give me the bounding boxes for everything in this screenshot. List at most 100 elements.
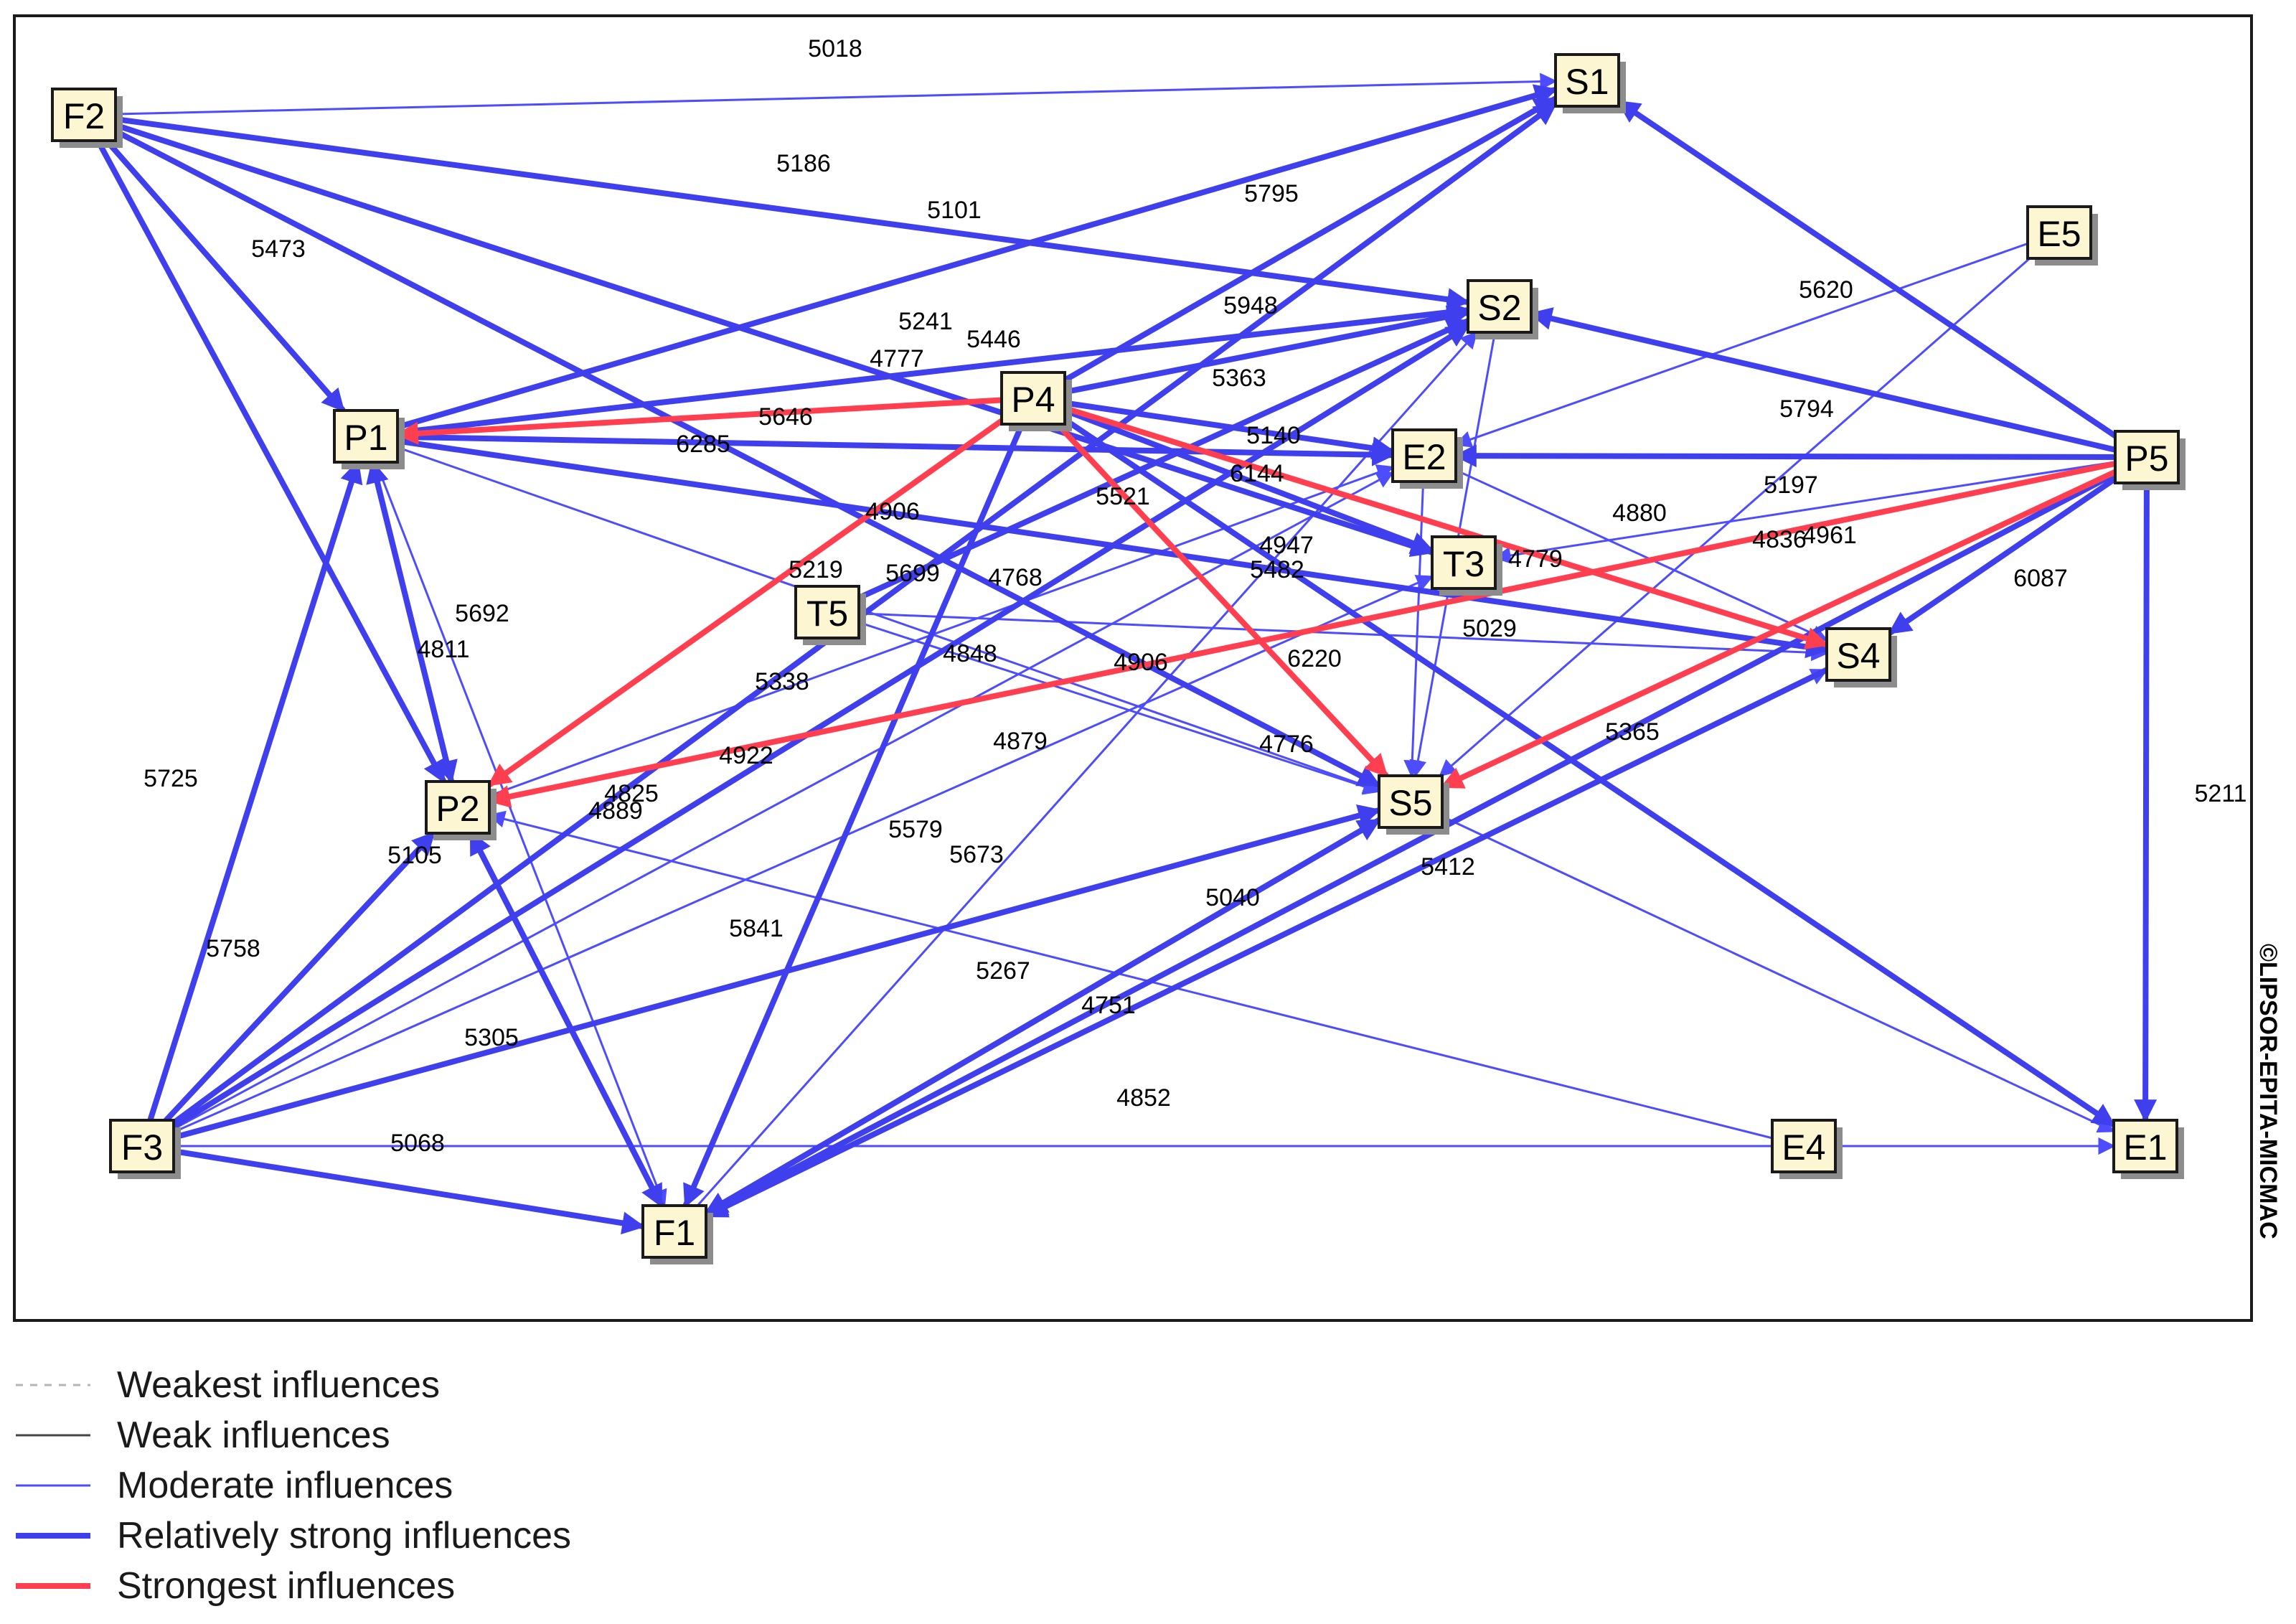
edge-weight-label: 5646	[758, 403, 813, 431]
node-box	[425, 780, 491, 835]
node-label: E5	[2037, 214, 2081, 254]
node-e4[interactable]: E4	[1771, 1119, 1843, 1179]
node-e5[interactable]: E5	[2026, 205, 2098, 266]
edge-weight-label: 5219	[789, 556, 843, 583]
edge-weight-label: 5363	[1212, 365, 1266, 392]
edge-e2-to-s4	[1424, 454, 1829, 642]
node-p4[interactable]: P4	[1000, 371, 1072, 431]
node-box	[1391, 428, 1457, 483]
node-t3[interactable]: T3	[1431, 535, 1502, 596]
edge-weight-label: 4777	[870, 345, 924, 372]
node-box	[2112, 1119, 2178, 1173]
node-p5[interactable]: P5	[2114, 430, 2186, 490]
node-box	[109, 1119, 175, 1173]
edge-weight-label: 5795	[1244, 180, 1299, 207]
edge-p1-to-s4	[365, 433, 1830, 659]
edge-weight-label: 4880	[1612, 499, 1667, 527]
edge-weight-label: 5521	[1096, 483, 1150, 510]
node-f2[interactable]: F2	[51, 88, 123, 148]
node-s5[interactable]: S5	[1378, 774, 1449, 835]
edge-f1-to-s2	[673, 331, 1478, 1232]
node-label: E4	[1782, 1127, 1825, 1168]
edge-weight-label: 6087	[2013, 565, 2068, 592]
edge-p4-to-s2	[1032, 305, 1471, 401]
node-s2[interactable]: S2	[1467, 279, 1538, 339]
edge-weight-label: 5140	[1246, 422, 1301, 449]
node-label: F1	[654, 1213, 695, 1253]
edge-p5-to-e1	[2134, 456, 2158, 1123]
edge-f2-to-s5	[83, 112, 1381, 788]
node-label: S2	[1477, 288, 1521, 328]
edge-p1-to-s2	[365, 301, 1471, 439]
edge-weight-label: 4848	[943, 640, 997, 667]
edge-p5-to-s2	[1528, 307, 2147, 460]
edge-p5-to-s5	[1440, 454, 2148, 790]
edge-f2-to-p1	[81, 113, 346, 413]
edge-weight-label: 5018	[808, 35, 862, 62]
node-f3[interactable]: F3	[109, 1119, 181, 1179]
node-p1[interactable]: P1	[333, 409, 405, 469]
node-s1[interactable]: S1	[1554, 53, 1626, 113]
node-box	[1431, 535, 1497, 590]
node-label: P5	[2125, 438, 2168, 479]
edge-p4-to-e2	[1032, 395, 1396, 460]
legend-item-strongest: Strongest influences	[16, 1565, 455, 1607]
node-box	[794, 585, 860, 639]
legend-label: Relatively strong influences	[117, 1515, 571, 1557]
node-label: P2	[436, 789, 479, 829]
edge-f3-to-t3	[141, 575, 1434, 1147]
edge-weight-label: 5699	[885, 560, 940, 587]
edge-weight-label: 4906	[1114, 649, 1168, 676]
edge-f1-to-p2	[468, 831, 677, 1233]
node-p2[interactable]: P2	[425, 780, 497, 840]
edge-e2-to-s5	[1403, 455, 1426, 778]
edge-f3-to-s5	[141, 804, 1382, 1149]
legend-item-weak: Weak influences	[16, 1414, 390, 1456]
node-box	[1554, 53, 1620, 108]
node-box	[1378, 774, 1444, 829]
edge-p4-to-p1	[395, 395, 1034, 445]
edge-weight-label: 5040	[1205, 884, 1260, 911]
edge-weight-label: 5473	[251, 235, 306, 263]
legend-item-strong: Relatively strong influences	[16, 1515, 571, 1557]
edge-t5-to-s5	[827, 611, 1381, 795]
edge-weight-label: 6220	[1287, 645, 1342, 672]
edge-s5-to-f1	[704, 799, 1413, 1216]
node-e1[interactable]: E1	[2112, 1119, 2184, 1179]
edge-p4-to-p2	[487, 395, 1035, 787]
node-label: P4	[1011, 380, 1055, 420]
node-e2[interactable]: E2	[1391, 428, 1463, 489]
edge-p4-to-s4	[1032, 395, 1830, 650]
edge-weight-label: 4779	[1508, 545, 1563, 573]
edge-p5-to-p2	[486, 454, 2147, 808]
edge-weight-label: 5305	[464, 1024, 519, 1051]
edge-p5-to-f1	[704, 454, 2148, 1218]
edge-weight-label: 5241	[898, 308, 953, 335]
edge-weight-label: 5211	[2194, 780, 2246, 807]
edge-weight-label: 4852	[1116, 1084, 1171, 1112]
node-label: S5	[1388, 783, 1432, 823]
edge-weight-label: 5948	[1223, 292, 1278, 319]
edge-weight-label: 5579	[888, 816, 943, 843]
edge-weight-label: 4922	[719, 742, 773, 769]
node-s4[interactable]: S4	[1825, 627, 1897, 687]
edge-f3-to-p1	[139, 459, 363, 1147]
edge-weight-label: 5673	[949, 841, 1004, 868]
copyright-text: ©LIPSOR-EPITA-MICMAC	[2254, 944, 2282, 1239]
edge-p5-to-s1	[1617, 99, 2149, 460]
node-f1[interactable]: F1	[641, 1204, 713, 1264]
node-t5[interactable]: T5	[794, 585, 866, 645]
edge-weight-label: 4751	[1081, 992, 1136, 1019]
edge-weight-label: 5620	[1799, 276, 1853, 304]
node-label: F2	[63, 96, 105, 136]
node-label: S4	[1836, 636, 1880, 676]
node-box	[2026, 205, 2092, 260]
node-label: P1	[344, 418, 387, 458]
edge-e5-to-s5	[1439, 231, 2060, 777]
edge-p4-to-s5	[1031, 396, 1389, 778]
edge-s4-to-f1	[704, 652, 1860, 1219]
edge-p5-to-e2	[1453, 444, 2147, 468]
edge-weight-label: 5068	[390, 1130, 445, 1157]
node-label: S1	[1565, 62, 1609, 102]
